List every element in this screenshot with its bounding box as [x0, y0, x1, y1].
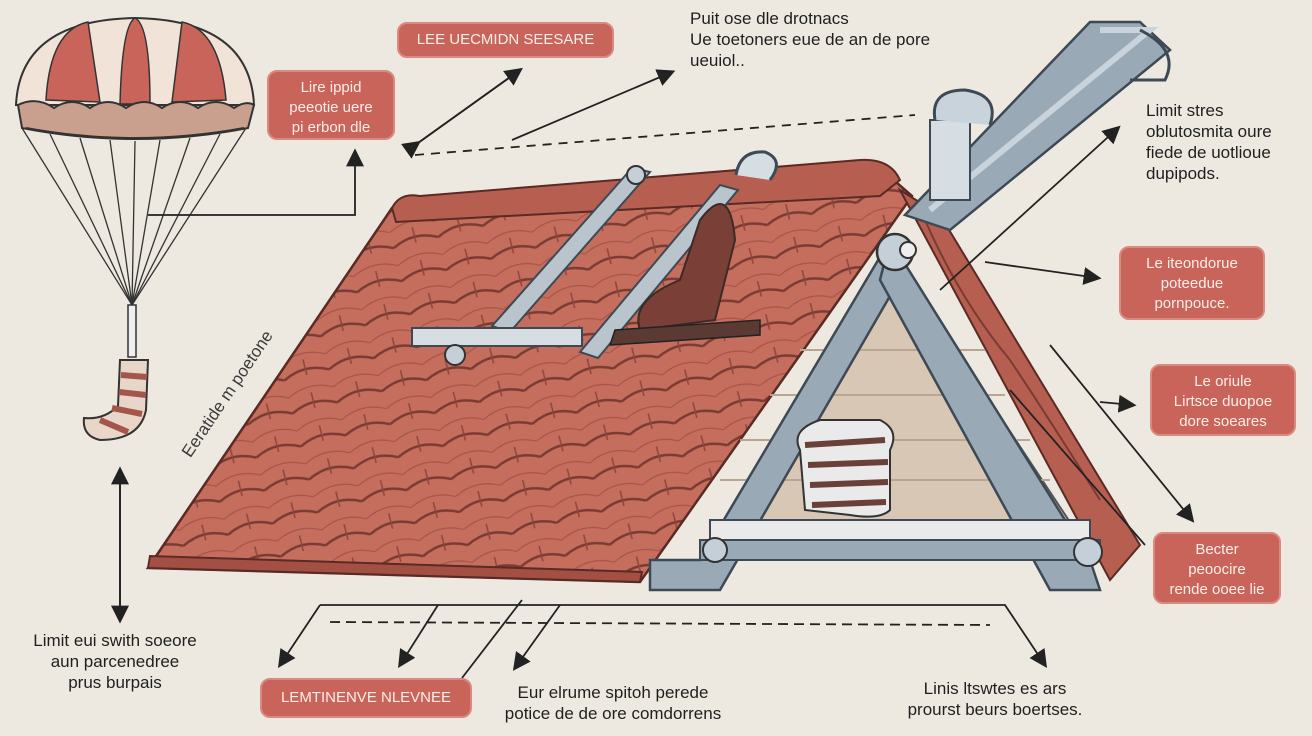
label-bottom-left: Limit eui swith soeore aun parcenedree p… — [10, 630, 220, 693]
label-bottom-center-line-1: Eur elrume spitoh perede — [517, 683, 709, 702]
roof-ladder — [411, 150, 778, 366]
label-top-center: LEE UECMIDN SEESARE — [397, 22, 614, 58]
label-right-box-2: Le oriule Lirtsce duopoe dore soeares — [1150, 364, 1296, 436]
label-left-line-1: Lire ippid — [300, 79, 362, 96]
label-bottom-right: Linis ltswtes es ars prourst beurs boert… — [880, 678, 1110, 720]
pointer-lines — [111, 67, 1195, 679]
label-right-box-1: Le iteondorue poteedue pornpouce. — [1119, 246, 1265, 320]
label-right-1-line-1: Limit stres — [1146, 101, 1224, 120]
label-left-line-3: pi erbon dle — [291, 119, 371, 136]
label-right-box-3: Becter peoocire rende ooee lie — [1153, 532, 1281, 604]
label-top-right-line-1: Puit ose dle drotnacs — [690, 9, 849, 28]
label-left-line-2: peeotie uere — [289, 99, 373, 116]
label-right-box-1-line-1: Le iteondorue — [1146, 255, 1238, 272]
label-right-box-2-line-2: Lirtsce duopoe — [1173, 393, 1273, 410]
label-bottom-box: LEMTINENVE NLEVNEE — [260, 678, 472, 718]
label-bottom-left-line-1: Limit eui swith soeore — [33, 631, 197, 650]
label-bottom-left-line-3: prus burpais — [68, 673, 162, 692]
label-right-box-2-line-3: dore soeares — [1179, 413, 1267, 430]
label-bottom-box-text: LEMTINENVE NLEVNEE — [280, 689, 452, 706]
label-top-right: Puit ose dle drotnacs Ue toetoners eue d… — [690, 8, 980, 71]
label-right-box-1-line-3: pornpouce. — [1154, 295, 1230, 312]
label-right-1: Limit stres oblutosmita oure fiede de uo… — [1146, 100, 1306, 184]
label-right-box-2-line-1: Le oriule — [1194, 373, 1252, 390]
label-bottom-center: Eur elrume spitoh perede potice de de or… — [482, 682, 744, 724]
label-right-box-3-line-3: rende ooee lie — [1169, 581, 1265, 598]
label-right-1-line-3: fiede de uotlioue — [1146, 143, 1271, 162]
label-bottom-right-line-2: prourst beurs boertses. — [907, 700, 1083, 719]
label-left: Lire ippid peeotie uere pi erbon dle — [267, 70, 395, 140]
label-right-box-1-line-2: poteedue — [1160, 275, 1224, 292]
label-bottom-right-line-1: Linis ltswtes es ars — [923, 679, 1067, 698]
label-top-center-text: LEE UECMIDN SEESARE — [416, 31, 595, 48]
label-right-box-3-line-2: peoocire — [1188, 561, 1246, 578]
boom-arm — [902, 20, 1172, 232]
label-top-right-line-2: Ue toetoners eue de an de pore — [690, 30, 931, 49]
a-frame — [648, 232, 1103, 592]
label-right-1-line-2: oblutosmita oure — [1146, 122, 1272, 141]
label-bottom-center-line-2: potice de de ore comdorrens — [504, 704, 722, 723]
label-bottom-left-line-2: aun parcenedree — [50, 652, 180, 671]
label-top-right-line-3: ueuiol.. — [690, 51, 745, 70]
parachute-icon — [14, 16, 256, 442]
label-right-box-3-line-1: Becter — [1195, 541, 1239, 558]
label-right-1-line-4: dupipods. — [1146, 164, 1220, 183]
